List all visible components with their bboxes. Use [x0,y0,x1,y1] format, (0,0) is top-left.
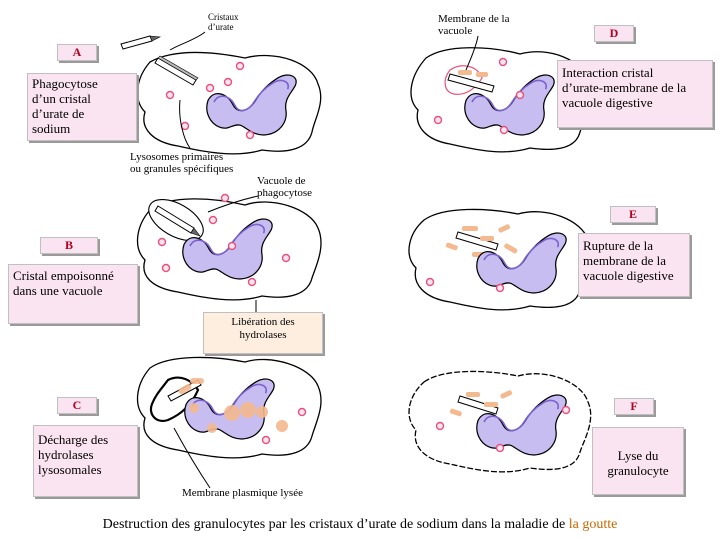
label-membrane-vacuole: Membrane de la vacuole [438,13,510,37]
panel-c-description: Décharge des hydrolases lysosomales [33,425,138,497]
caption-highlight: la goutte [568,517,618,532]
panel-f-description: Lyse du granulocyte [592,427,684,495]
panel-d-cell [410,35,592,153]
panel-e-description: Rupture de la membrane de la vacuole dig… [578,233,690,297]
panel-d-tag: D [594,25,634,42]
label-vacuole-phagocytose: Vacuole de phagocytose [257,175,312,199]
panel-a-cell [120,31,322,155]
panel-b-tag: B [40,237,98,254]
released-hydrolases-e [445,224,518,257]
panel-d-description: Interaction cristal d’urate-membrane de … [557,60,713,128]
label-membrane-plasmique: Membrane plasmique lysée [182,487,303,499]
panel-a-tag: A [57,44,97,61]
label-lysosomes: Lysosomes primaires ou granules spécifiq… [130,151,234,175]
panel-c-tag: C [57,397,97,414]
panel-f-tag: F [614,398,654,415]
released-hydrolases-c [178,378,288,433]
caption-main: Destruction des granulocytes par les cri… [102,517,569,532]
label-cristaux-urate: Cristaux d’urate [208,12,239,32]
panel-f-cell [408,370,592,473]
liberation-hydrolases-box: Libération des hydrolases [203,312,323,354]
urate-crystal-outside [120,35,162,50]
panel-b-description: Cristal empoisonné dans une vacuole [8,264,138,324]
figure-caption: Destruction des granulocytes par les cri… [0,517,720,533]
phagocytic-vacuole-b [148,199,204,241]
urate-crystal-a [154,55,199,86]
panel-e-cell [408,208,592,311]
panel-a-description: Phagocytose d’un cristal d’urate de sodi… [27,73,137,141]
panel-c-cell [136,356,322,489]
panel-b-cell [136,193,322,326]
panel-e-tag: E [610,206,656,223]
